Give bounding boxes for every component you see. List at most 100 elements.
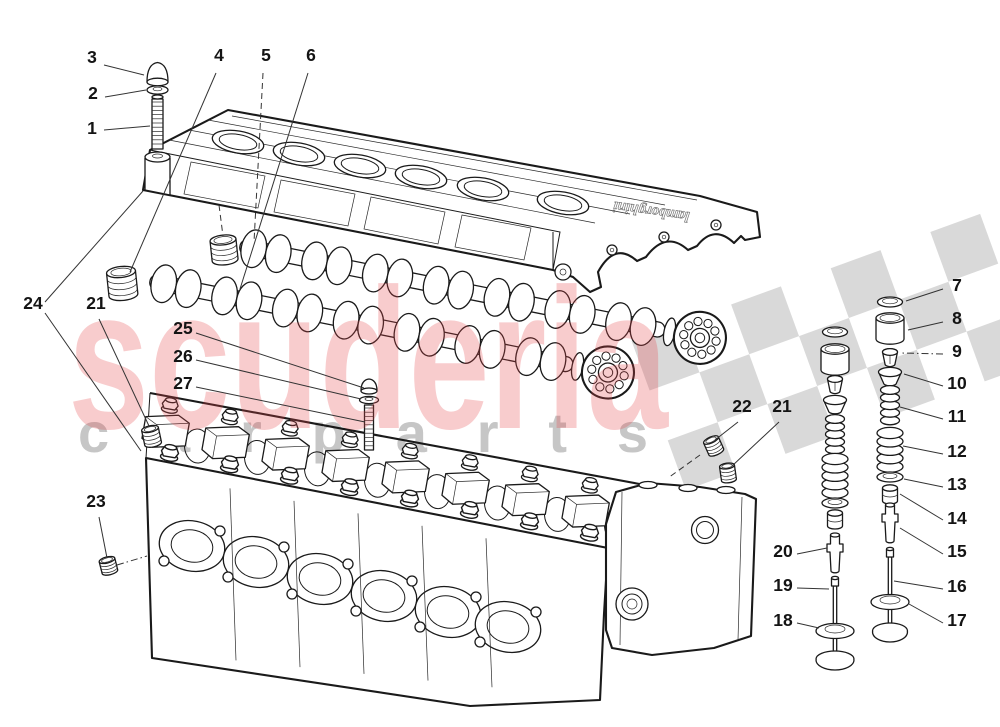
callout-label-16[interactable]: 16: [947, 576, 967, 596]
cover-stud-boss: [144, 151, 171, 196]
head-nut: [459, 500, 480, 519]
valve: [870, 546, 910, 643]
exhaust-port: [474, 600, 542, 654]
small-parts: [98, 234, 738, 576]
leader-line: [239, 72, 309, 290]
leader-line: [903, 478, 944, 488]
head-nut: [520, 465, 539, 483]
callout-label-22[interactable]: 22: [732, 396, 752, 416]
stud-assembly-cover: [146, 61, 169, 150]
cam-sprocket: [672, 310, 727, 365]
leader-line: [103, 125, 151, 131]
callout-label-6[interactable]: 6: [306, 45, 316, 65]
callout-label-4[interactable]: 4: [214, 45, 224, 65]
callout-label-12[interactable]: 12: [947, 441, 967, 461]
callout-label-2[interactable]: 2: [88, 83, 98, 103]
callout-label-27[interactable]: 27: [173, 373, 192, 393]
leader-line: [899, 493, 944, 521]
head-nut: [340, 431, 359, 449]
head-side-boss: [690, 515, 720, 545]
leader-line: [900, 352, 944, 355]
callout-label-21[interactable]: 21: [772, 396, 792, 416]
callout-label-9[interactable]: 9: [952, 341, 962, 361]
callout-label-19[interactable]: 19: [773, 575, 793, 595]
assembly-axis: [116, 555, 148, 566]
head-back-ridge: [149, 391, 689, 495]
callout-label-7[interactable]: 7: [952, 275, 962, 295]
callout-label-24[interactable]: 24: [23, 293, 43, 313]
head-pedestal: [201, 408, 271, 475]
leader-line: [103, 64, 145, 76]
valve-stem-seal: [881, 484, 899, 505]
head-nut: [460, 454, 479, 471]
callout-label-18[interactable]: 18: [773, 610, 793, 630]
valve-spring-washer: [870, 593, 910, 611]
leader-line: [195, 386, 366, 423]
head-pedestal: [441, 454, 511, 521]
leader-line: [796, 547, 828, 555]
leader-line: [731, 421, 780, 467]
cylinder-head: [141, 378, 758, 708]
valve-guide: [826, 532, 844, 574]
head-nut: [160, 397, 179, 414]
callout-label-23[interactable]: 23: [86, 491, 106, 511]
cam-sprocket: [580, 345, 635, 400]
leader-line: [714, 421, 739, 441]
camshaft-end-plug: [702, 435, 725, 457]
leader-line: [104, 89, 147, 98]
flag-cell: [898, 281, 967, 350]
callout-label-10[interactable]: 10: [947, 373, 967, 393]
callout-label-17[interactable]: 17: [947, 610, 966, 630]
leader-line: [195, 359, 362, 400]
leader-line: [44, 312, 142, 452]
leader-line: [44, 190, 144, 303]
callout-label-1[interactable]: 1: [87, 118, 97, 138]
callout-label-13[interactable]: 13: [947, 474, 967, 494]
valve-tappet: [820, 343, 850, 376]
callout-label-3[interactable]: 3: [87, 47, 97, 67]
leader-line: [796, 587, 830, 590]
stud-assembly-small: [358, 378, 380, 451]
callout-label-26[interactable]: 26: [173, 346, 193, 366]
camshaft-exhaust: [147, 262, 635, 400]
leader-line: [908, 603, 944, 624]
callout-label-8[interactable]: 8: [952, 308, 962, 328]
head-right-end: [604, 480, 758, 657]
callout-label-5[interactable]: 5: [261, 45, 271, 65]
leader-line: [899, 406, 944, 420]
flag-cell: [966, 313, 1000, 382]
camshaft-end-plug: [141, 424, 163, 448]
bucket-tappet: [105, 265, 139, 302]
valve-train-column-left: [815, 326, 855, 671]
head-nut: [579, 523, 600, 542]
washer-small: [358, 395, 380, 405]
leader-line: [98, 516, 108, 559]
head-nut: [219, 455, 240, 474]
valve-keepers: [826, 374, 844, 395]
spring-retainer: [822, 394, 848, 415]
head-nut: [400, 442, 419, 460]
callout-label-11[interactable]: 11: [948, 406, 967, 426]
leader-line: [907, 321, 944, 331]
callout-label-21[interactable]: 21: [86, 293, 106, 313]
valve-spring-outer: [876, 426, 904, 473]
head-nut: [399, 489, 420, 508]
flag-cell: [830, 250, 899, 319]
head-threaded-hole: [615, 587, 649, 621]
leader-line: [796, 622, 820, 629]
valve-spring-inner: [879, 384, 901, 426]
assembly-axis: [218, 204, 224, 237]
head-nut: [279, 466, 300, 485]
head-face-lines: [229, 488, 493, 688]
flag-cell: [731, 286, 800, 355]
callout-label-20[interactable]: 20: [773, 541, 793, 561]
head-nut: [339, 478, 360, 497]
callout-label-14[interactable]: 14: [947, 508, 967, 528]
leader-line: [893, 580, 944, 590]
callout-label-15[interactable]: 15: [947, 541, 967, 561]
head-exhaust-ports: [158, 519, 542, 654]
camshafts: [147, 227, 727, 400]
head-nut: [220, 408, 239, 426]
callout-label-25[interactable]: 25: [173, 318, 193, 338]
